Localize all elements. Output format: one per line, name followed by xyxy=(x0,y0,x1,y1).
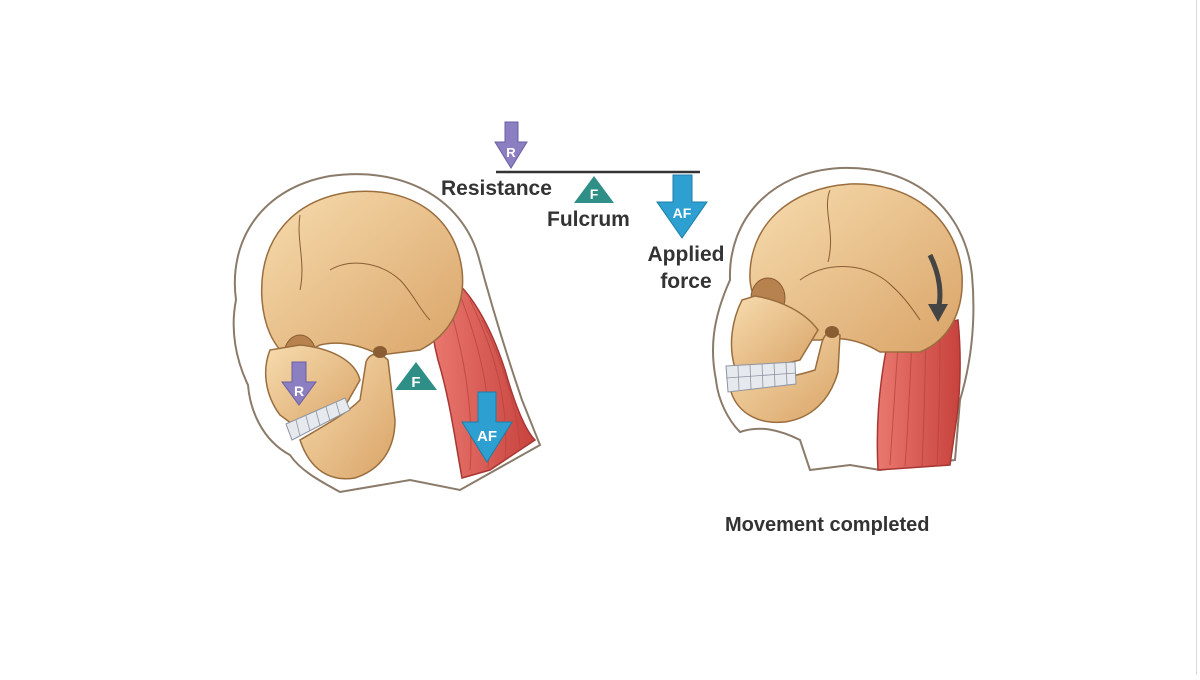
left-ear-canal xyxy=(373,346,387,358)
right-edge-divider xyxy=(1196,0,1197,675)
left-fulcrum-symbol: F xyxy=(411,374,420,391)
fulcrum-label: Fulcrum xyxy=(547,208,630,232)
applied-force-arrow-symbol: AF xyxy=(673,205,692,221)
resistance-arrow-symbol: R xyxy=(506,145,516,160)
movement-completed-caption: Movement completed xyxy=(725,514,929,537)
left-cranium xyxy=(262,191,463,360)
fulcrum-triangle-symbol: F xyxy=(590,186,599,202)
applied-force-label-line1: Applied xyxy=(640,243,732,267)
right-ear-canal xyxy=(825,326,839,338)
left-applied-force-symbol: AF xyxy=(477,428,497,445)
right-head-figure xyxy=(713,168,974,470)
resistance-label: Resistance xyxy=(441,177,552,201)
applied-force-label-line2: force xyxy=(640,270,732,294)
left-resistance-symbol: R xyxy=(294,383,304,399)
